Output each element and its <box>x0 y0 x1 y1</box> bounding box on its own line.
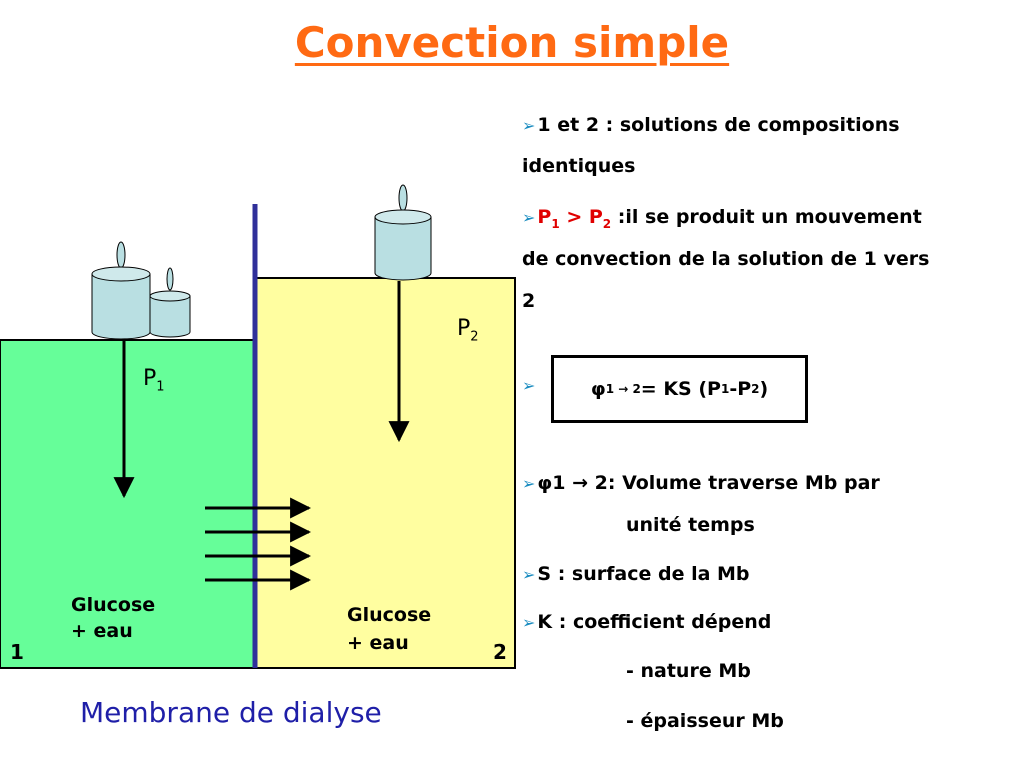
right-compartment <box>254 277 516 669</box>
weight-icon-left-large <box>91 241 151 340</box>
bullet-flow-definition: ➢φ1 → 2: Volume traverse Mb par <box>522 472 880 494</box>
bullet-pressure-line3: 2 <box>522 290 536 312</box>
right-solution-label: Glucose + eau <box>347 604 432 654</box>
weight-icon-left-small <box>149 267 191 338</box>
left-compartment <box>0 339 257 669</box>
bullet-compositions: ➢1 et 2 : solutions de compositions <box>522 114 900 136</box>
membrane-caption: Membrane de dialyse <box>80 696 382 729</box>
compartment-number-2: 2 <box>493 640 507 664</box>
bullet-arrow-icon: ➢ <box>522 613 536 632</box>
bullet-formula-arrow: ➢ <box>522 364 537 407</box>
bullet-pressure: ➢P1 > P2 :il se produit un mouvement <box>522 206 922 231</box>
bullet-pressure-line2: de convection de la solution de 1 vers <box>522 248 930 270</box>
bullet-arrow-icon: ➢ <box>522 376 536 395</box>
bullet-arrow-icon: ➢ <box>522 116 536 135</box>
weight-icon-right <box>374 184 432 281</box>
bullet-arrow-icon: ➢ <box>522 208 536 227</box>
pressure-label-right: P2 <box>457 316 479 345</box>
left-solution-label: Glucose + eau <box>71 594 156 642</box>
bullet-arrow-icon: ➢ <box>522 474 536 493</box>
bullet-flow-definition-cont: unité temps <box>626 514 755 536</box>
coefficient-thickness: - épaisseur Mb <box>626 710 784 732</box>
bullet-arrow-icon: ➢ <box>522 565 536 584</box>
bullet-surface: ➢S : surface de la Mb <box>522 563 750 585</box>
pressure-label-left: P1 <box>143 366 165 395</box>
coefficient-nature: - nature Mb <box>626 660 751 682</box>
flow-arrows <box>205 497 312 591</box>
title-text: Convection simple <box>294 18 730 67</box>
compartment-number-1: 1 <box>10 640 24 664</box>
bullet-compositions-cont: identiques <box>522 155 636 177</box>
slide-title: Convection simple <box>0 18 1024 67</box>
bullet-coefficient: ➢K : coefficient dépend <box>522 611 772 633</box>
